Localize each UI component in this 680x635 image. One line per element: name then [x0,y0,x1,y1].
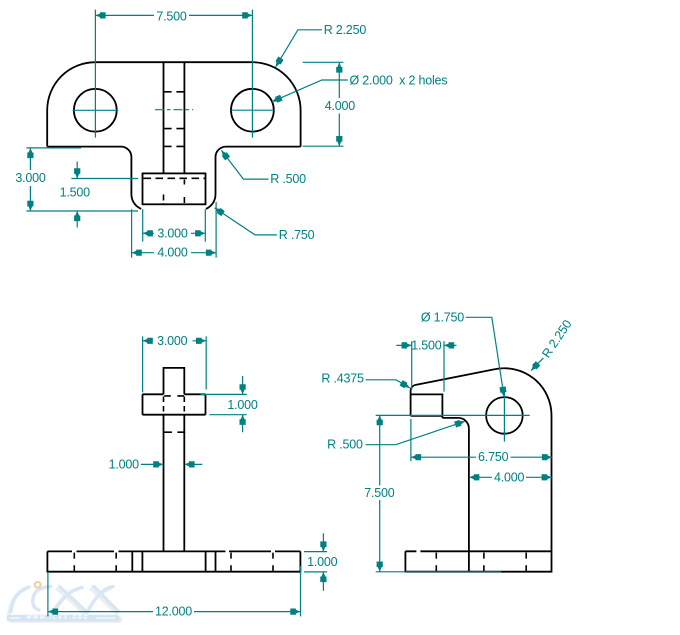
svg-text:R 2.250: R 2.250 [324,23,367,37]
svg-text:1.500: 1.500 [411,338,442,352]
svg-text:R .500: R .500 [270,172,306,186]
svg-text:4.000: 4.000 [325,99,356,113]
svg-text:Ø 2.000 x 2 holes: Ø 2.000 x 2 holes [350,73,448,87]
svg-text:Ø 1.750: Ø 1.750 [421,310,464,324]
svg-text:7.500: 7.500 [364,486,395,500]
svg-text:3.000: 3.000 [157,226,188,240]
svg-text:1.000: 1.000 [109,457,140,471]
svg-text:3.000: 3.000 [15,171,46,185]
svg-text:R .500: R .500 [327,438,363,452]
svg-text:12.000: 12.000 [155,605,192,619]
svg-text:R .4375: R .4375 [321,371,364,385]
svg-text:3.000: 3.000 [157,334,188,348]
svg-text:1.500: 1.500 [60,186,91,200]
svg-text:R .750: R .750 [279,228,315,242]
svg-text:1.000: 1.000 [307,555,338,569]
svg-text:7.500: 7.500 [156,10,187,24]
svg-text:6.750: 6.750 [478,450,509,464]
svg-text:4.000: 4.000 [494,470,525,484]
svg-text:4.000: 4.000 [157,246,188,260]
svg-text:1.000: 1.000 [227,398,258,412]
svg-text:WWW.ICAX.ORG: WWW.ICAX.ORG [27,615,90,621]
